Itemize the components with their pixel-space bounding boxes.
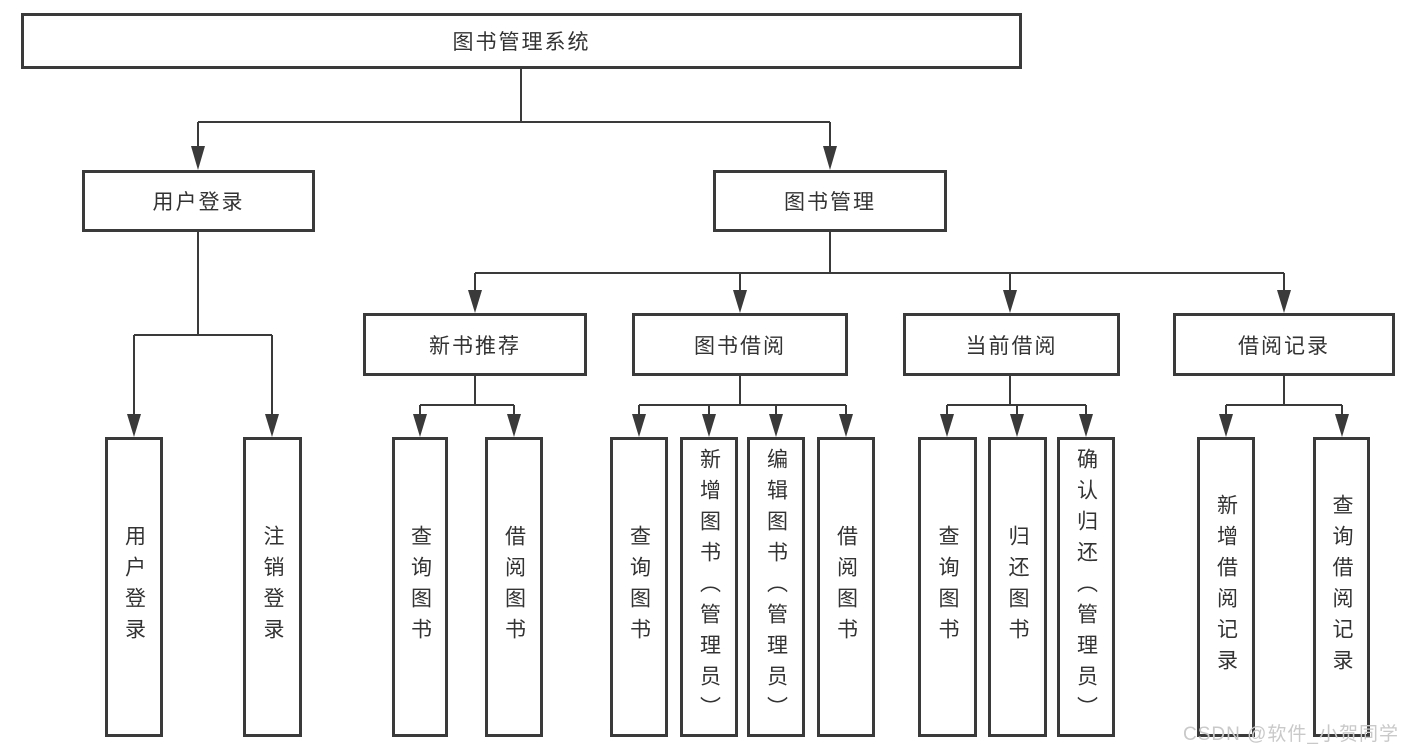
leaf-br-add-record: 新增借阅记录	[1197, 437, 1255, 737]
leaf-nbr-query-books: 查询图书	[392, 437, 448, 737]
node-current-borrow: 当前借阅	[903, 313, 1120, 376]
node-book-borrow: 图书借阅	[632, 313, 848, 376]
node-book-management: 图书管理	[713, 170, 947, 232]
leaf-bb-add-books-admin: 新增图书（管理员）	[680, 437, 738, 737]
node-user-login: 用户登录	[82, 170, 315, 232]
leaf-cb-confirm-return-admin: 确认归还（管理员）	[1057, 437, 1115, 737]
leaf-cb-return-books: 归还图书	[988, 437, 1047, 737]
leaf-cb-query-books: 查询图书	[918, 437, 977, 737]
csdn-watermark: CSDN @软件_小贺同学	[1183, 724, 1399, 745]
leaf-bb-borrow-books: 借阅图书	[817, 437, 875, 737]
leaf-user-login: 用户登录	[105, 437, 163, 737]
node-root-system: 图书管理系统	[21, 13, 1022, 69]
leaf-br-query-record: 查询借阅记录	[1313, 437, 1370, 737]
leaf-nbr-borrow-books: 借阅图书	[485, 437, 543, 737]
leaf-logout: 注销登录	[243, 437, 302, 737]
node-new-book-recommend: 新书推荐	[363, 313, 587, 376]
node-borrow-record: 借阅记录	[1173, 313, 1395, 376]
leaf-bb-query-books: 查询图书	[610, 437, 668, 737]
leaf-bb-edit-books-admin: 编辑图书（管理员）	[747, 437, 805, 737]
